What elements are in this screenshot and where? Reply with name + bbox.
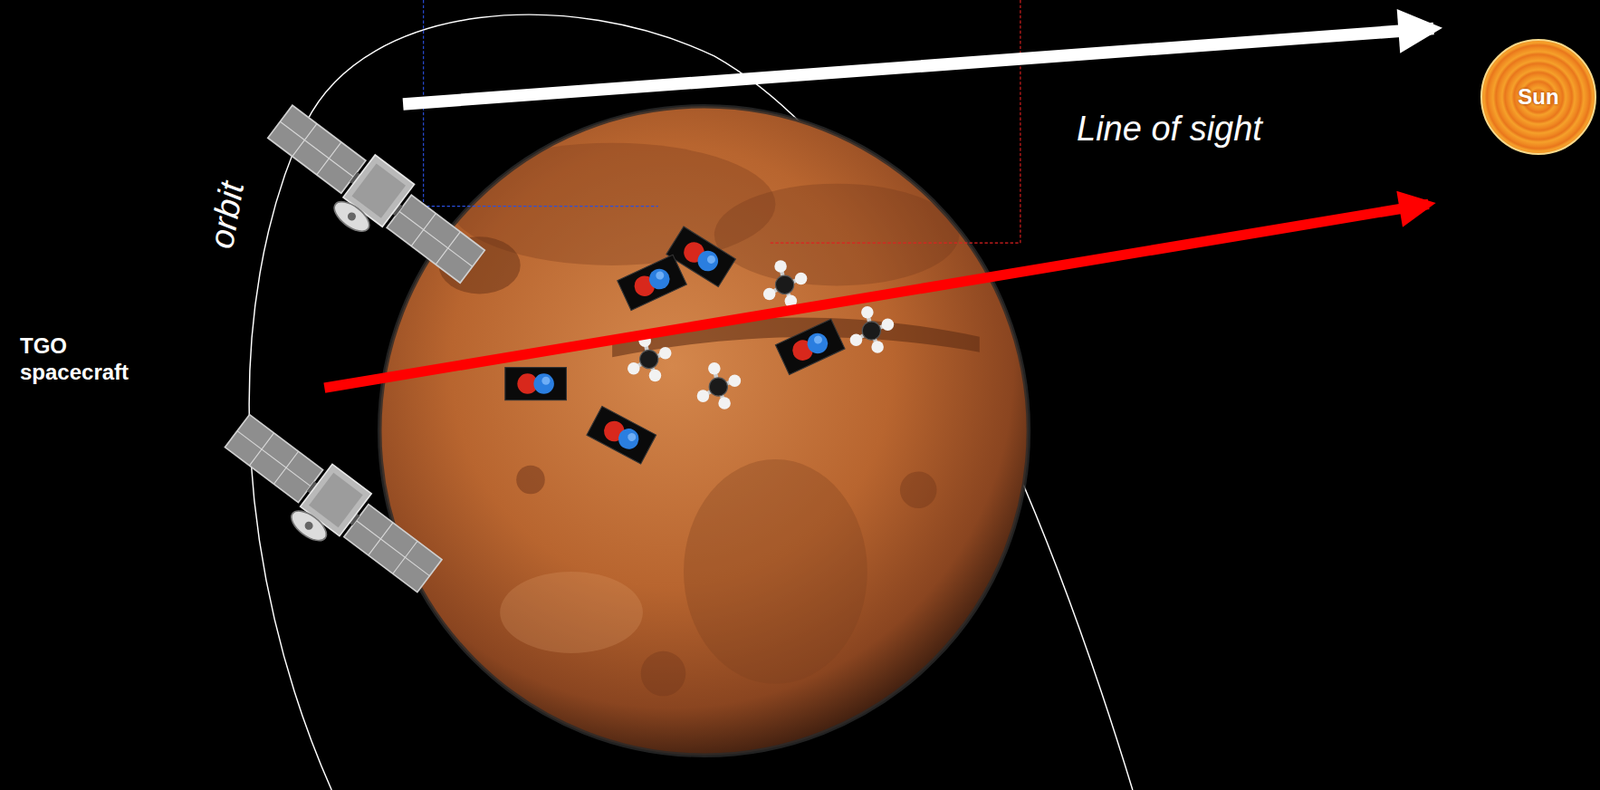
- sun-circle: Sun: [1480, 38, 1597, 155]
- spacecraft-label: TGO spacecraft: [19, 333, 147, 386]
- orbit-label: orbit: [201, 178, 254, 252]
- line-of-sight-label: Line of sight: [1076, 108, 1263, 151]
- node-text: Sun: [1517, 84, 1559, 110]
